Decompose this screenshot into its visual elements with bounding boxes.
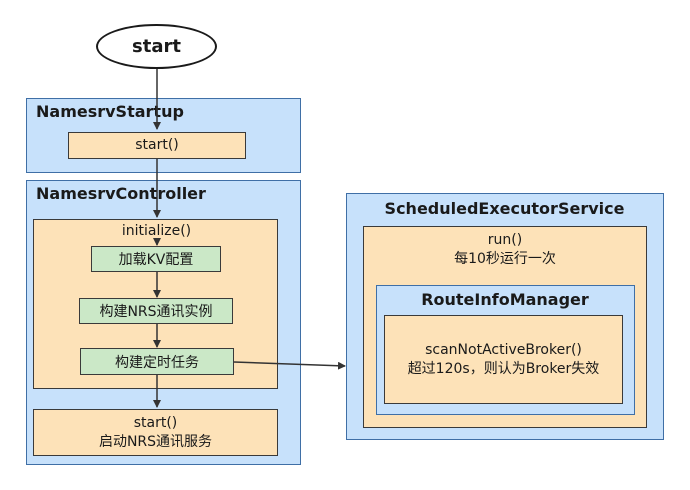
route-info-manager-container: RouteInfoManager scanNotActiveBroker() 超… xyxy=(376,285,635,415)
step-build-scheduled-task: 构建定时任务 xyxy=(80,348,234,375)
start-service-line2: 启动NRS通讯服务 xyxy=(98,433,213,450)
run-line1: run() xyxy=(487,232,523,248)
namesrv-startup-container: NamesrvStartup start() xyxy=(26,98,301,173)
namesrv-controller-container: NamesrvController initialize() start() 启… xyxy=(26,180,301,465)
namesrv-startup-title: NamesrvStartup xyxy=(36,102,184,121)
run-line2: 每10秒运行一次 xyxy=(454,251,556,267)
scan-not-active-broker-block: scanNotActiveBroker() 超过120s，则认为Broker失效 xyxy=(384,315,623,404)
scan-method-line1: scanNotActiveBroker() xyxy=(425,341,582,358)
namesrv-startup-start-call-label: start() xyxy=(135,137,179,153)
route-info-manager-title: RouteInfoManager xyxy=(421,289,589,309)
namesrv-controller-title: NamesrvController xyxy=(36,184,206,203)
start-service-block: start() 启动NRS通讯服务 xyxy=(33,409,278,456)
start-service-line1: start() xyxy=(133,414,178,431)
arrow-task-to-scheduler xyxy=(233,361,346,370)
scheduled-executor-container: ScheduledExecutorService run() 每10秒运行一次 … xyxy=(346,193,664,440)
step-build-nrs-instance: 构建NRS通讯实例 xyxy=(79,298,233,324)
run-label: run() 每10秒运行一次 xyxy=(364,230,646,270)
scan-method-line2: 超过120s，则认为Broker失效 xyxy=(407,360,600,377)
run-block: run() 每10秒运行一次 RouteInfoManager scanNotA… xyxy=(363,226,647,428)
namesrv-startup-start-call: start() xyxy=(68,132,246,159)
start-node: start xyxy=(96,24,217,69)
initialize-label: initialize() xyxy=(121,223,192,239)
start-node-label: start xyxy=(132,36,181,57)
step-load-kv-config: 加载KV配置 xyxy=(91,246,221,272)
scheduled-executor-title: ScheduledExecutorService xyxy=(384,198,625,218)
